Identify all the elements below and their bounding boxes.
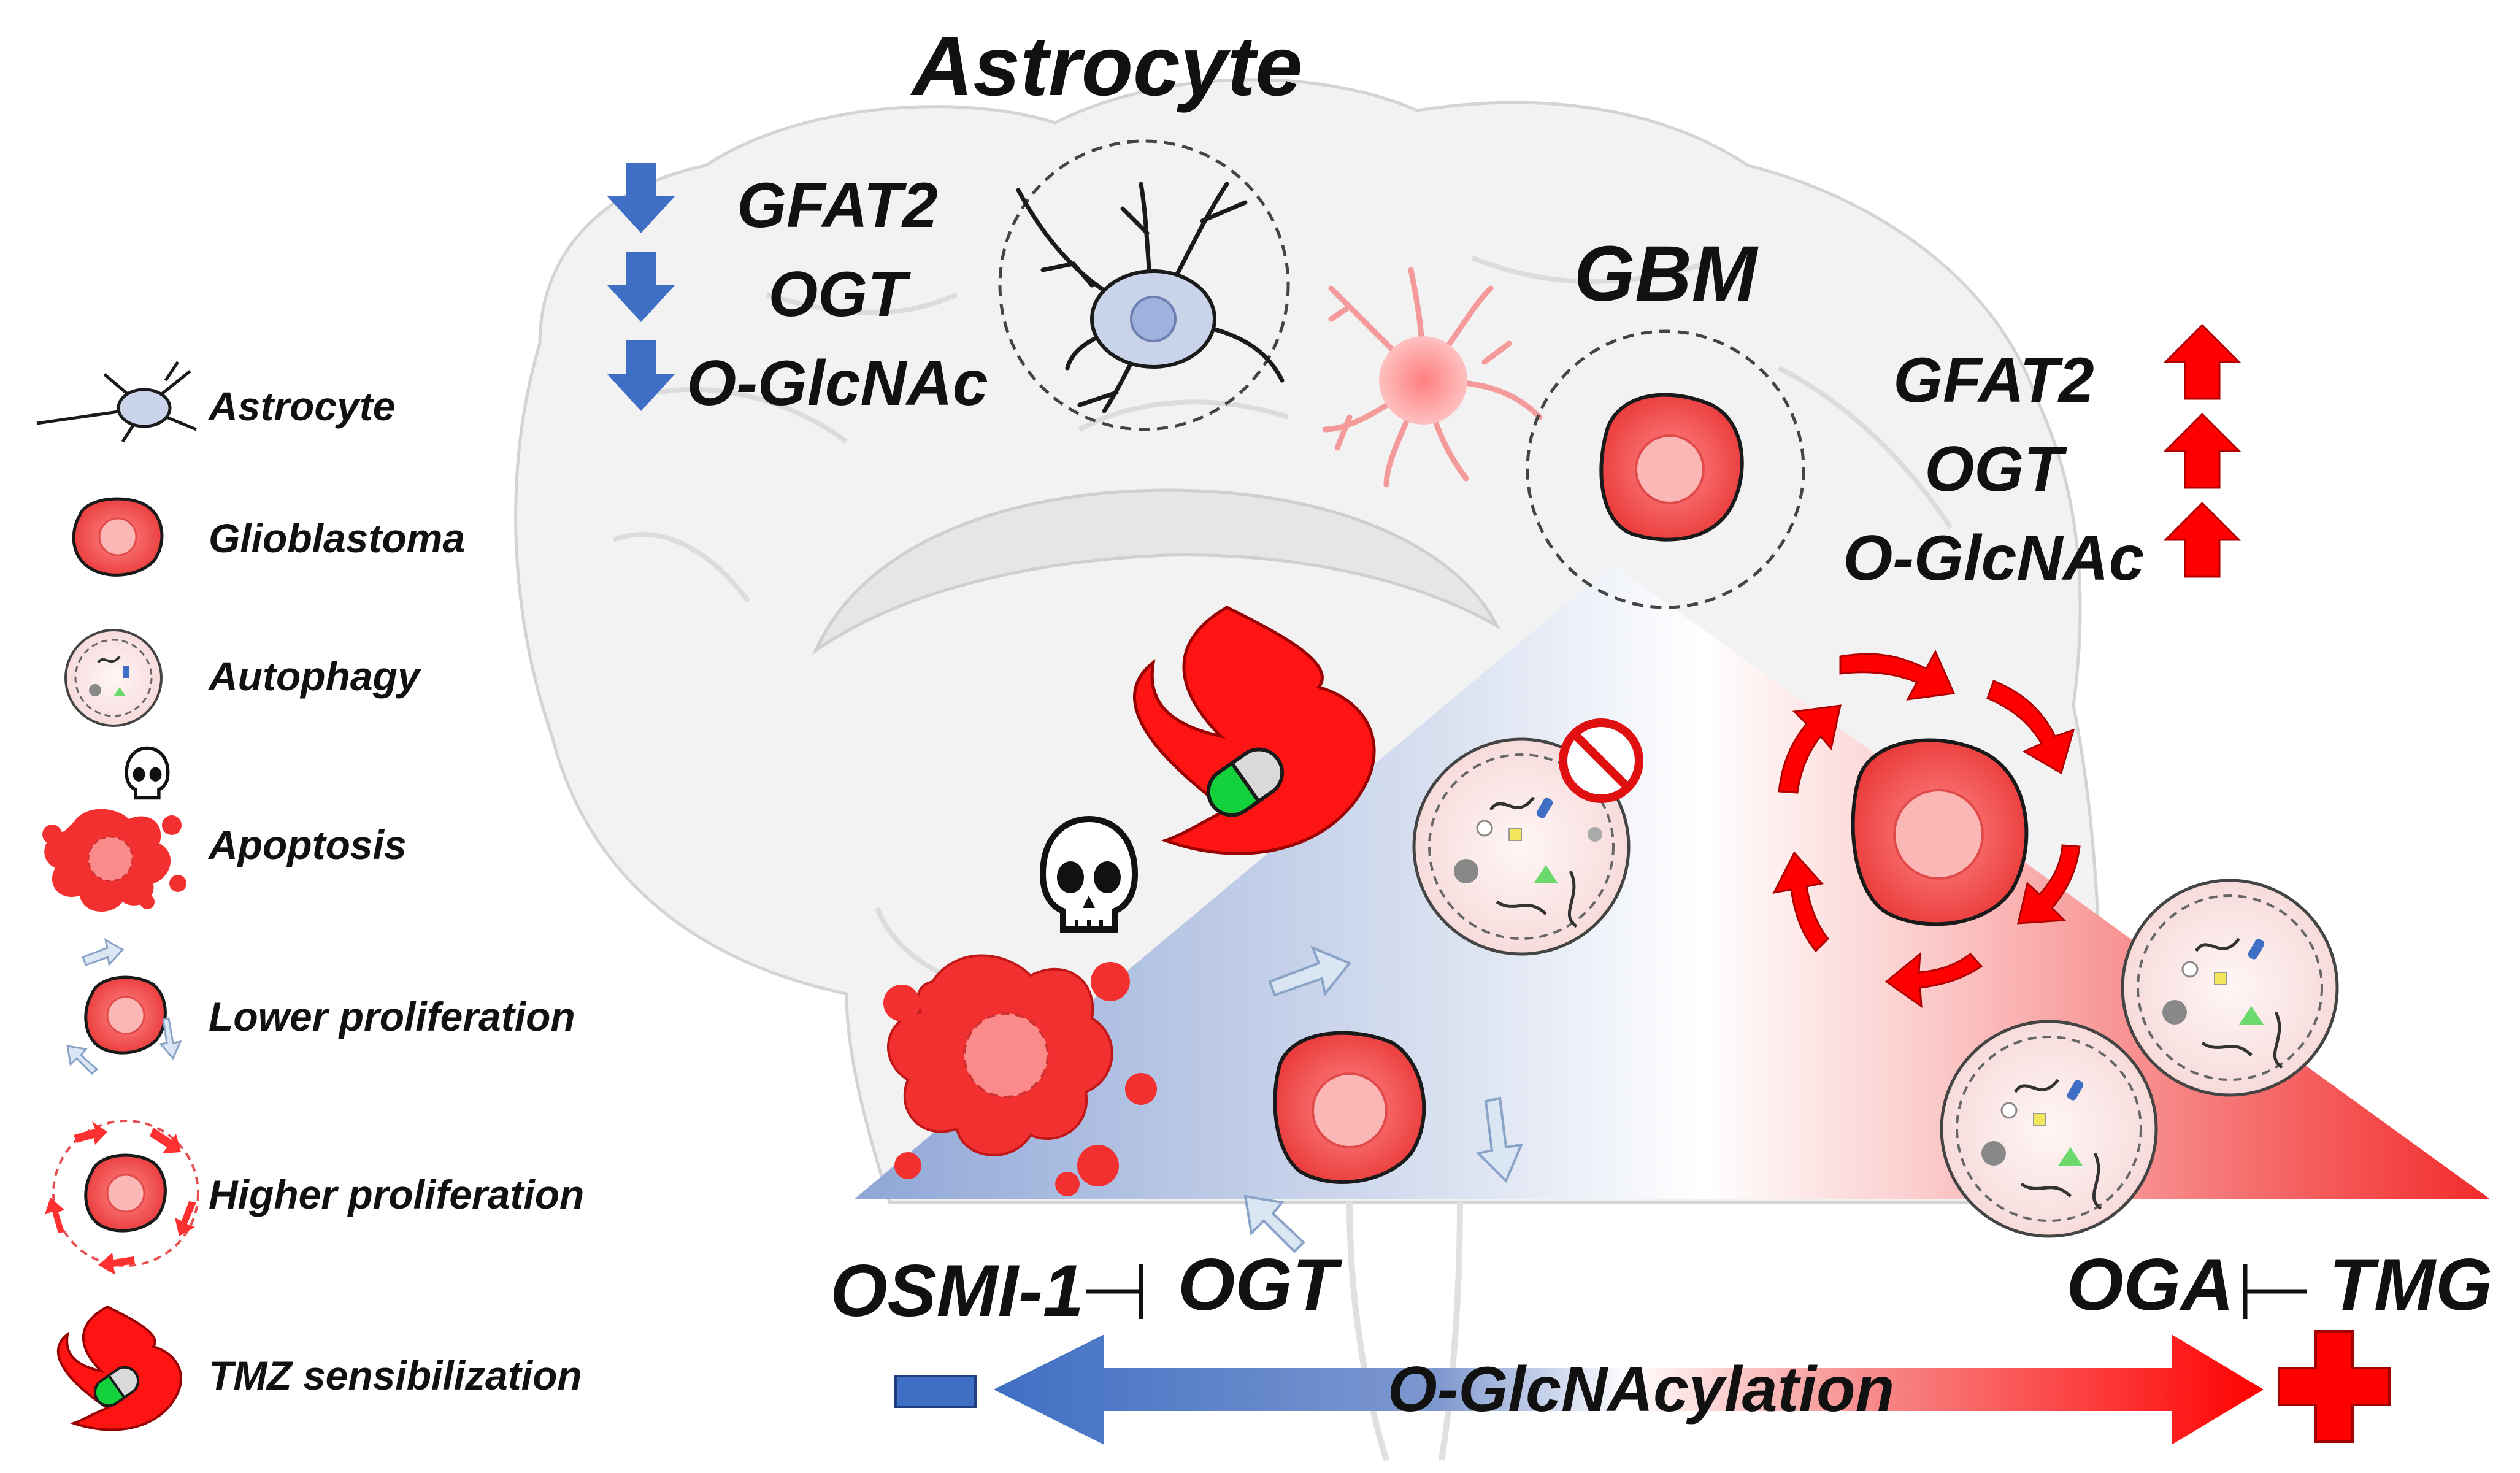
legend-label-astrocyte: Astrocyte (207, 383, 395, 429)
legend-lower-proliferation-icon (66, 937, 182, 1075)
down-arrows (607, 163, 675, 411)
gbm-title: GBM (1574, 230, 1759, 318)
reactive-glia-body (1379, 336, 1467, 425)
astrocyte-title: Astrocyte (910, 19, 1303, 113)
plus-sign-icon (2278, 1330, 2391, 1443)
astrocyte-marker-ogt: OGT (768, 259, 911, 330)
oga-inhibition: OGA TMG (2066, 1244, 2492, 1326)
minus-sign-icon (894, 1375, 977, 1408)
legend-label-lower-proliferation: Lower proliferation (209, 994, 575, 1039)
gbm-marker-ogt: OGT (1924, 434, 2067, 505)
astrocyte-markers: GFAT2 OGT O-GlcNAc (607, 163, 988, 419)
tmg-label: TMG (2329, 1244, 2493, 1326)
autophagy-vesicle-blocked (1412, 718, 1643, 956)
legend-label-apoptosis: Apoptosis (207, 822, 407, 867)
legend-glioblastoma-icon (72, 497, 164, 577)
legend-tmz-icon (57, 1305, 182, 1431)
down-arrow-icon (607, 252, 675, 322)
gbm-dashed-circle (1526, 329, 1805, 609)
legend-label-glioblastoma: Glioblastoma (209, 515, 465, 561)
up-arrow-icon (2163, 323, 2241, 400)
astrocyte-marker-gfat2: GFAT2 (737, 170, 937, 241)
up-arrow-icon (2163, 412, 2241, 489)
down-arrow-icon (607, 163, 675, 233)
oga-label: OGA (2066, 1244, 2234, 1326)
ogt-inhibition: OSMI-1 OGT (830, 1244, 1342, 1332)
gbm-marker-gfat2: GFAT2 (1893, 345, 2094, 416)
legend-astrocyte-icon (36, 361, 197, 443)
osmi-1-label: OSMI-1 (830, 1250, 1083, 1332)
legend: Astrocyte Glioblastoma Autophagy (36, 361, 584, 1431)
astrocyte-dashed-circle (998, 139, 1290, 431)
autophagy-vesicle-icon (1940, 1020, 2158, 1238)
light-blue-arrow-icon (1243, 1194, 1305, 1253)
ogt-label: OGT (1178, 1244, 1343, 1326)
o-glcnacylation-label: O-GlcNAcylation (1388, 1354, 1894, 1425)
down-arrow-icon (607, 340, 675, 411)
autophagy-vesicle-icon (2121, 879, 2339, 1097)
legend-higher-proliferation-icon (45, 1120, 199, 1275)
legend-label-higher-proliferation: Higher proliferation (209, 1172, 584, 1217)
legend-apoptosis-icon (42, 746, 186, 912)
astrocyte-marker-o-glcnac: O-GlcNAc (686, 348, 988, 419)
gbm-markers: GFAT2 OGT O-GlcNAc (1843, 323, 2241, 594)
legend-label-autophagy: Autophagy (207, 653, 422, 699)
gbm-marker-o-glcnac: O-GlcNAc (1843, 523, 2144, 594)
skull-icon (1039, 815, 1139, 933)
light-blue-arrow-icon (1476, 1096, 1524, 1183)
up-arrow-icon (2163, 501, 2241, 578)
light-blue-arrow-icon (1268, 945, 1352, 997)
gbm-cell-nucleus (1635, 434, 1705, 504)
lower-proliferation-cell-icon (1243, 945, 1524, 1253)
legend-autophagy-icon (64, 629, 163, 727)
astrocyte-nucleus (1130, 296, 1177, 342)
tmz-flame-pill-icon (1133, 606, 1376, 855)
higher-proliferation-cell-icon (1772, 649, 2081, 1009)
up-arrows (2163, 323, 2241, 578)
legend-label-tmz-sensibilization: TMZ sensibilization (209, 1353, 582, 1398)
apoptotic-cell-icon (883, 954, 1157, 1196)
o-glcnacylation-axis: O-GlcNAcylation (894, 1330, 2391, 1445)
